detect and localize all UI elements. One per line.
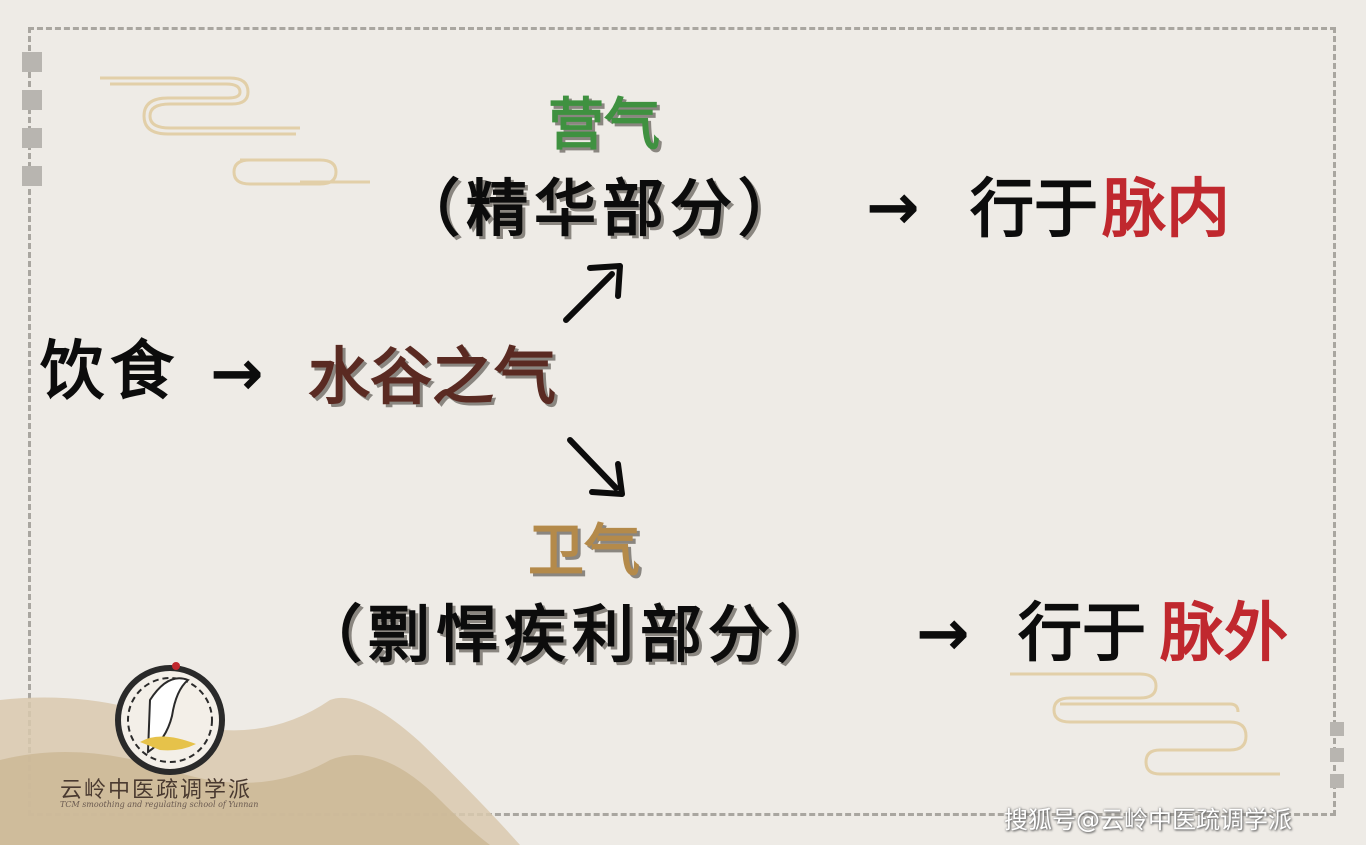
top-travels-text: 行于 xyxy=(970,173,1098,247)
watermark: 搜狐号@云岭中医疏调学派 xyxy=(1004,806,1292,834)
outside-vessel-text: 脉外 xyxy=(1160,597,1288,671)
bottom-arrow: → xyxy=(916,597,970,671)
essence-part-text: （精华部分） xyxy=(398,172,807,245)
logo-subtitle: TCM smoothing and regulating school of Y… xyxy=(60,800,259,809)
inside-vessel-text: 脉内 xyxy=(1102,173,1230,247)
right-deco-squares xyxy=(1330,722,1344,800)
crane-logo-icon xyxy=(115,662,225,775)
arrow-down-right-icon xyxy=(567,437,625,497)
arrow-up-right-icon xyxy=(563,263,623,323)
grain-qi-text: 水谷之气 xyxy=(308,340,557,413)
logo-name: 云岭中医疏调学派 xyxy=(60,778,253,803)
ying-qi-label: 营气 xyxy=(548,93,660,158)
swift-part-text: （剽悍疾利部分） xyxy=(300,598,845,671)
diet-text: 饮食 xyxy=(40,335,180,409)
main-arrow: → xyxy=(210,337,264,411)
wei-qi-label: 卫气 xyxy=(528,519,640,584)
dashed-frame xyxy=(28,27,1336,816)
left-deco-squares xyxy=(22,52,42,204)
top-arrow: → xyxy=(866,171,920,245)
bottom-travels-text: 行于 xyxy=(1018,597,1146,671)
